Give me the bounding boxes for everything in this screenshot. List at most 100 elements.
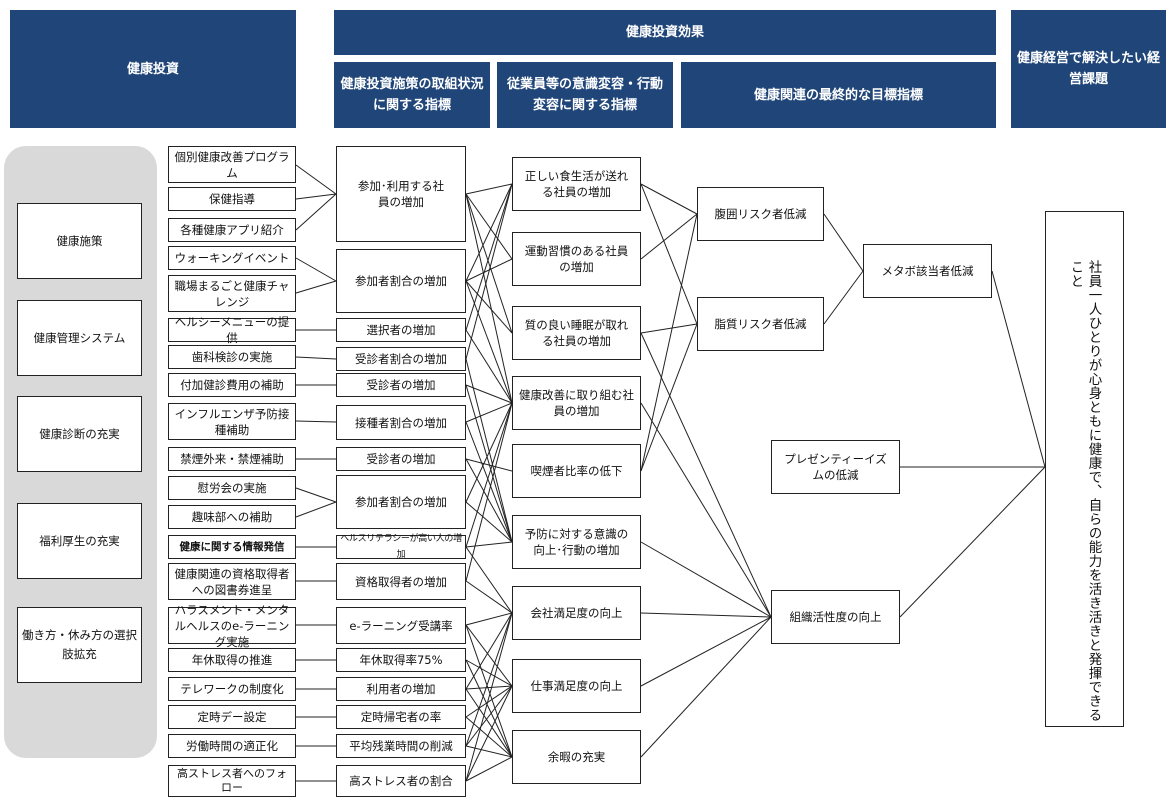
indicator-box: 定時帰宅者の率 [336, 705, 466, 729]
goal-box: メタボ該当者低減 [863, 244, 992, 298]
indicator-box: 利用者の増加 [336, 677, 466, 701]
connector-line [465, 624, 513, 687]
connector-line [465, 384, 513, 404]
behavior-box: 健康改善に取り組む社員の増加 [512, 376, 641, 430]
measure-box: 慰労会の実施 [168, 476, 296, 500]
connector-line [823, 270, 864, 325]
indicator-box: 受診者の増加 [336, 373, 466, 397]
behavior-box: 正しい食生活が送れる社員の増加 [512, 157, 641, 211]
goal-box: プレゼンティーイズムの低減 [771, 440, 900, 494]
measure-box: 付加健診費用の補助 [168, 373, 296, 397]
final-issue-text: 社員一人ひとりが心身ともに健康で、自らの能力を活き活きと発揮できること [1067, 260, 1102, 722]
indicator-box: e-ラーニング受講率 [336, 607, 466, 644]
indicator-box: 接種者割合の増加 [336, 405, 466, 440]
connector-line [640, 213, 698, 260]
indicator-box: 資格取得者の増加 [336, 563, 466, 600]
connector-line [640, 183, 698, 215]
behavior-box: 喫煙者比率の低下 [512, 444, 641, 498]
measure-box: 職場まるごと健康チャレンジ [168, 275, 296, 312]
connector-line [465, 458, 513, 543]
connector-line [640, 616, 772, 758]
behavior-box: 予防に対する意識の向上･行動の増加 [512, 515, 641, 569]
connector-line [640, 332, 772, 618]
connector-line [465, 659, 513, 758]
connector-line [465, 421, 513, 543]
measure-box: 健康に関する情報発信 [168, 535, 296, 559]
connector-line [465, 402, 513, 582]
goal-box: 組織活性度の向上 [771, 590, 900, 644]
connector-line [465, 193, 513, 260]
connector-line [465, 541, 513, 548]
connector-line [465, 756, 513, 782]
indicator-box: 受診者の増加 [336, 447, 466, 471]
connector-line [465, 183, 513, 195]
measure-box: 高ストレス者へのフォロー [168, 765, 296, 797]
connector-line [465, 402, 513, 503]
header-effects: 健康投資効果 [334, 10, 996, 55]
connector-line [465, 580, 513, 614]
category-health-measures: 健康施策 [17, 203, 142, 279]
final-issue-box: 社員一人ひとりが心身ともに健康で、自らの能力を活き活きと発揮できること [1045, 211, 1124, 727]
behavior-box: 会社満足度の向上 [512, 586, 641, 640]
connector-line [465, 685, 513, 782]
connector-line [465, 745, 513, 758]
connector-line [295, 280, 337, 294]
measure-box: テレワークの制度化 [168, 677, 296, 701]
connector-line [465, 384, 513, 543]
measure-box: 各種健康アプリ紹介 [168, 218, 296, 242]
connector-line [640, 612, 772, 618]
connector-line [465, 183, 513, 331]
connector-line [991, 270, 1046, 468]
connector-line [640, 616, 772, 687]
measure-box: ヘルシーメニューの提供 [168, 315, 296, 345]
measure-box: 禁煙外来・禁煙補助 [168, 447, 296, 471]
connector-line [465, 402, 513, 548]
connector-line [465, 685, 513, 690]
connector-line [640, 183, 698, 325]
header-effects-col2: 従業員等の意識変容・行動変容に関する指標 [497, 62, 673, 128]
behavior-box: 余暇の充実 [512, 730, 641, 784]
connector-line [465, 688, 513, 758]
connector-line [465, 685, 513, 718]
indicator-box: 高ストレス者の割合 [336, 765, 466, 797]
behavior-box: 仕事満足度の向上 [512, 659, 641, 713]
header-investment: 健康投資 [10, 10, 296, 128]
measure-box: 歯科検診の実施 [168, 345, 296, 369]
connector-line [465, 612, 513, 782]
category-health-system: 健康管理システム [17, 300, 142, 376]
measure-box: 趣味部への補助 [168, 505, 296, 529]
connector-line [465, 329, 513, 404]
behavior-box: 質の良い睡眠が取れる社員の増加 [512, 306, 641, 360]
indicator-box: 年休取得率75% [336, 648, 466, 672]
connector-line [295, 193, 337, 200]
connector-line [465, 612, 513, 626]
indicator-box: 参加･利用する社員の増加 [336, 146, 466, 242]
connector-line [465, 358, 513, 543]
connector-line [640, 323, 698, 334]
connector-line [295, 420, 337, 423]
connector-line [465, 624, 513, 758]
connector-line [465, 458, 513, 472]
measure-box: ハラスメント・メンタルヘルスのe-ラーニング実施 [168, 603, 296, 649]
goal-box: 腹囲リスク者低減 [697, 187, 824, 241]
indicator-box: ヘルスリテラシーが高い人の増加 [336, 534, 466, 560]
connector-line [823, 213, 864, 272]
connector-line [465, 193, 513, 404]
connector-line [465, 193, 513, 334]
connector-line [295, 487, 337, 503]
indicator-box: 受診者割合の増加 [336, 347, 466, 371]
connector-line [295, 501, 337, 518]
header-issues: 健康経営で解決したい経営課題 [1011, 10, 1166, 128]
category-welfare: 福利厚生の充実 [17, 503, 142, 579]
connector-line [640, 402, 772, 618]
connector-line [295, 356, 337, 360]
indicator-box: 選択者の増加 [336, 318, 466, 342]
measure-box: 個別健康改善プログラム [168, 146, 296, 183]
connector-line [465, 402, 513, 423]
goal-box: 脂質リスク者低減 [697, 297, 824, 351]
measure-box: ウォーキングイベント [168, 246, 296, 270]
connector-line [640, 323, 698, 472]
header-effects-col3: 健康関連の最終的な目標指標 [681, 62, 996, 128]
connector-line [295, 164, 337, 195]
